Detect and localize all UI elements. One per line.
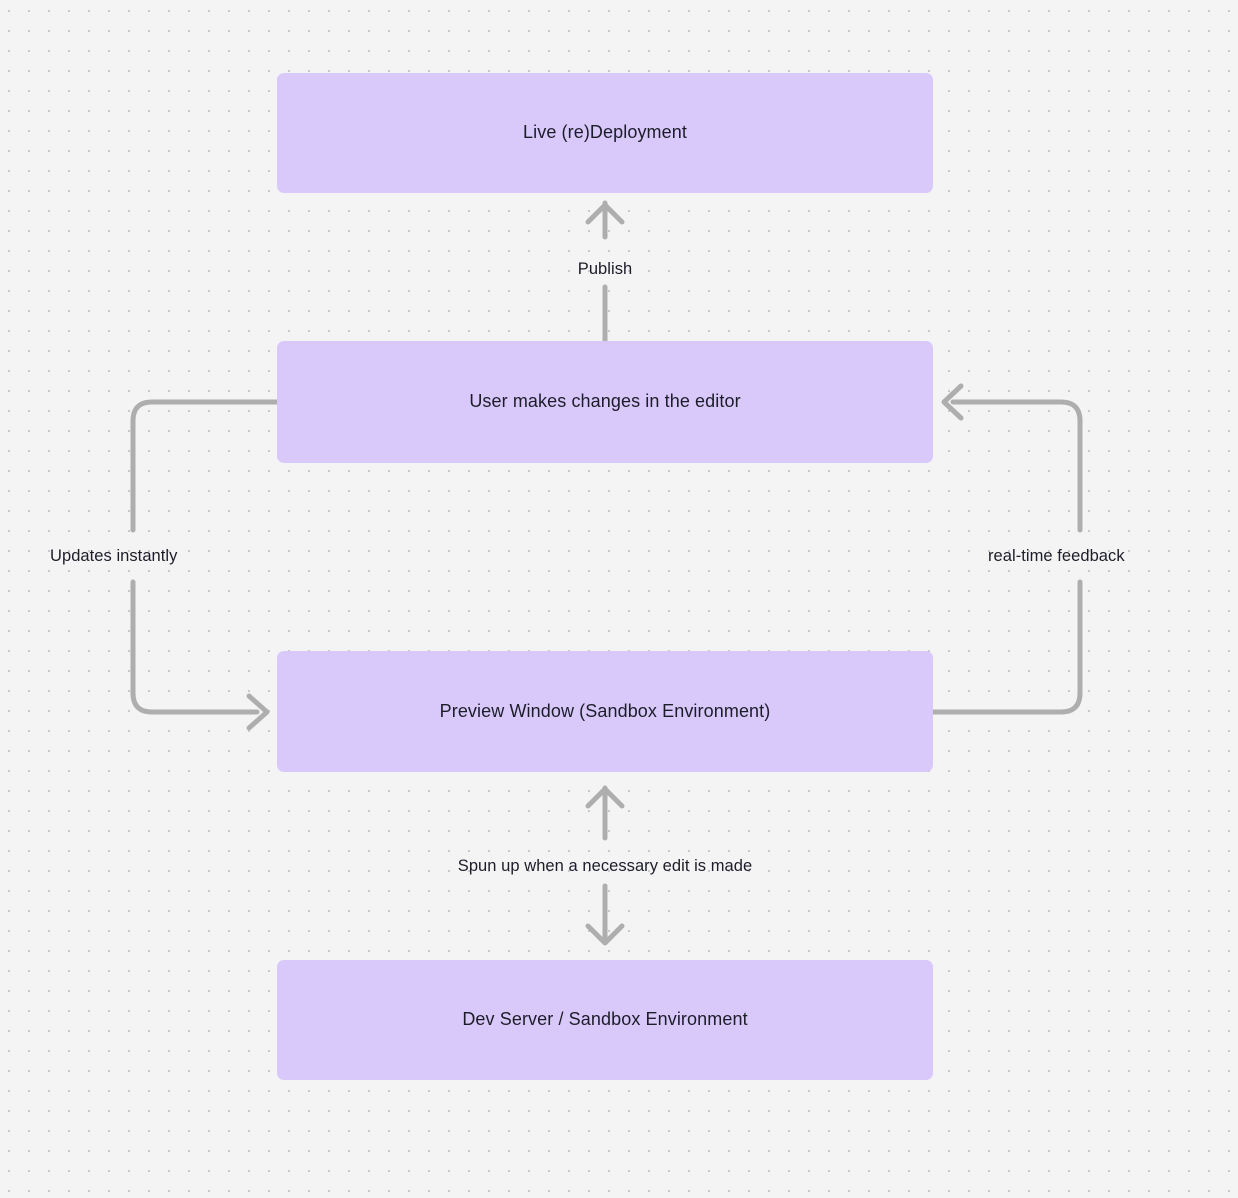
edge-updates-instantly-lower xyxy=(130,579,260,715)
node-live-deployment-label: Live (re)Deployment xyxy=(523,122,687,143)
edge-updates-instantly-arrowhead xyxy=(246,693,270,731)
edge-label-publish: Publish xyxy=(577,260,633,278)
node-preview-window[interactable]: Preview Window (Sandbox Environment) xyxy=(277,651,933,772)
edge-updates-instantly-upper xyxy=(130,399,280,533)
edge-label-real-time-feedback: real-time feedback xyxy=(988,547,1125,565)
node-dev-server[interactable]: Dev Server / Sandbox Environment xyxy=(277,960,933,1080)
edge-label-spun-up: Spun up when a necessary edit is made xyxy=(457,857,753,875)
edge-publish-arrowhead xyxy=(585,202,625,225)
edge-real-time-feedback-arrowhead xyxy=(941,383,964,421)
node-preview-window-label: Preview Window (Sandbox Environment) xyxy=(439,700,771,721)
node-live-deployment[interactable]: Live (re)Deployment xyxy=(277,73,933,193)
edge-label-updates-instantly: Updates instantly xyxy=(50,547,178,565)
node-user-edits[interactable]: User makes changes in the editor xyxy=(277,341,933,463)
edge-spun-up-arrowhead-down xyxy=(585,923,625,946)
node-user-edits-label: User makes changes in the editor xyxy=(469,391,741,412)
edge-spun-up-arrowhead-up xyxy=(585,786,625,809)
node-dev-server-label: Dev Server / Sandbox Environment xyxy=(462,1009,748,1030)
edge-real-time-feedback-upper xyxy=(950,399,1083,533)
edge-real-time-feedback-lower xyxy=(930,579,1083,715)
